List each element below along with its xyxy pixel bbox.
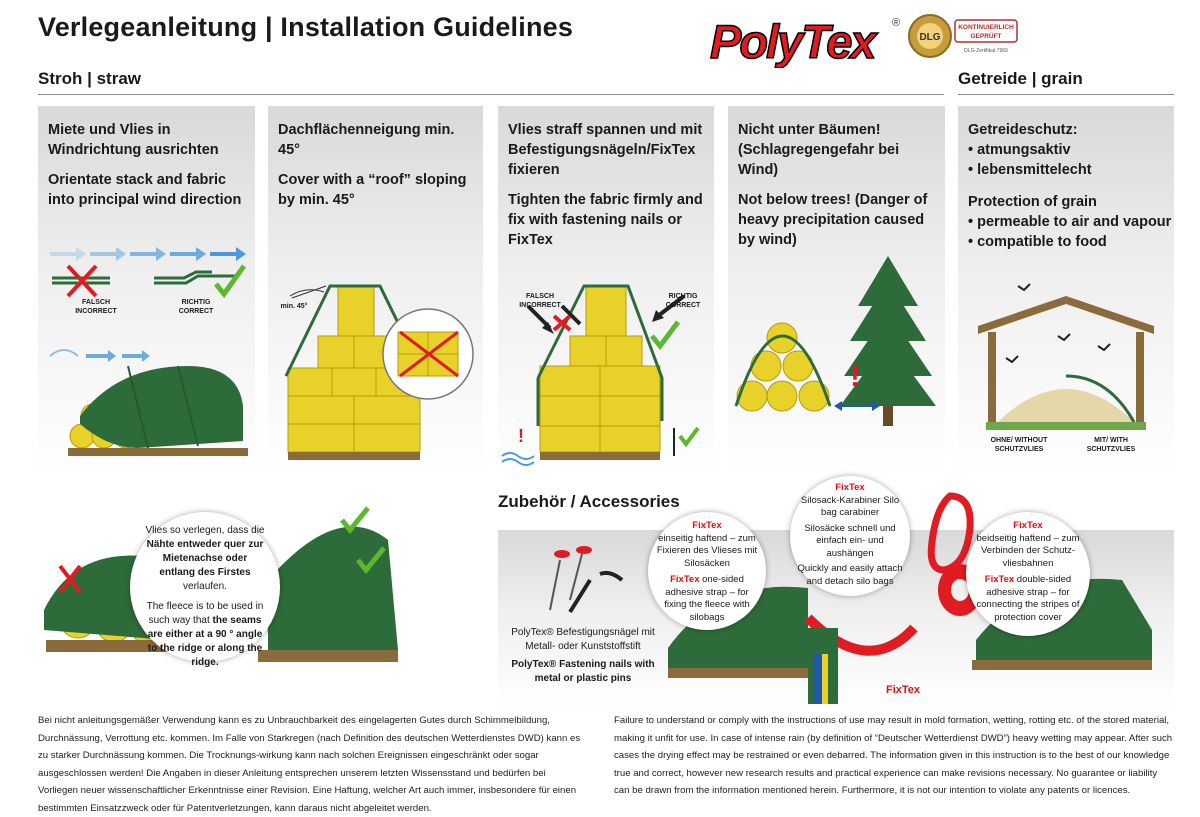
section-accessories: Zubehör / Accessories [498, 492, 680, 511]
carabiner-circle: FixTex Silosack-Karabiner Silo bag carab… [790, 476, 910, 596]
svg-text:DLG-Zertifikat 7969: DLG-Zertifikat 7969 [964, 48, 1008, 54]
brand-logo-text: PolyTex [710, 15, 878, 68]
section-grain: Getreide | grain [958, 69, 1083, 88]
panel-tighten: Vlies straff spannen und mit Befestigung… [498, 106, 714, 476]
double-sided-strap-circle: FixTex beidseitig haftend – zum Verbinde… [966, 512, 1090, 636]
wind-illustration [49, 247, 248, 456]
brand-logo: PolyTex ® [706, 8, 906, 68]
nails-icon [549, 546, 624, 614]
divider [958, 94, 1174, 95]
svg-text:KONTINUIERLICH: KONTINUIERLICH [958, 24, 1014, 31]
panel-grain: Getreideschutz: • atmungsaktiv • lebensm… [958, 106, 1174, 476]
svg-text:!: ! [518, 426, 524, 446]
tighten-illustration: ! [501, 284, 700, 466]
seam-note-circle: Vlies so verlegen, dass die Nähte entwed… [130, 512, 280, 668]
roof-illustration [284, 284, 474, 460]
svg-text:!: ! [850, 360, 860, 393]
svg-text:®: ® [892, 17, 900, 29]
fixtex-tape-label: FixTex [886, 684, 921, 696]
nails-caption: PolyTex® Befestigungsnägel mit Metall- o… [511, 627, 655, 684]
svg-text:DLG: DLG [919, 32, 940, 43]
panel-trees: Nicht unter Bäumen! (Schlagregengefahr b… [728, 106, 945, 476]
page-title: Verlegeanleitung | Installation Guidelin… [38, 12, 574, 42]
divider [38, 94, 944, 95]
section-straw: Stroh | straw [38, 69, 141, 88]
shed-illustration [978, 283, 1154, 430]
haystack-accessory-illustration [668, 586, 918, 704]
dlg-seal: DLG KONTINUIERLICH GEPRÜFT DLG-Zertifika… [905, 12, 1035, 62]
footer-disclaimer-de: Bei nicht anleitungsgemäßer Verwendung k… [38, 715, 581, 814]
seam-illustration [44, 506, 398, 662]
panel-wind-direction: Miete und Vlies in Windrichtung ausricht… [38, 106, 255, 476]
carabiner-icon [927, 492, 974, 574]
footer-disclaimer-en: Failure to understand or comply with the… [614, 715, 1173, 796]
panel-roof-slope: Dachflächenneigung min. 45° Cover with a… [268, 106, 483, 476]
svg-text:GEPRÜFT: GEPRÜFT [970, 31, 1001, 40]
one-sided-strap-circle: FixTex einseitig haftend – zum Fixieren … [648, 512, 766, 630]
trees-illustration: ! [734, 256, 936, 426]
